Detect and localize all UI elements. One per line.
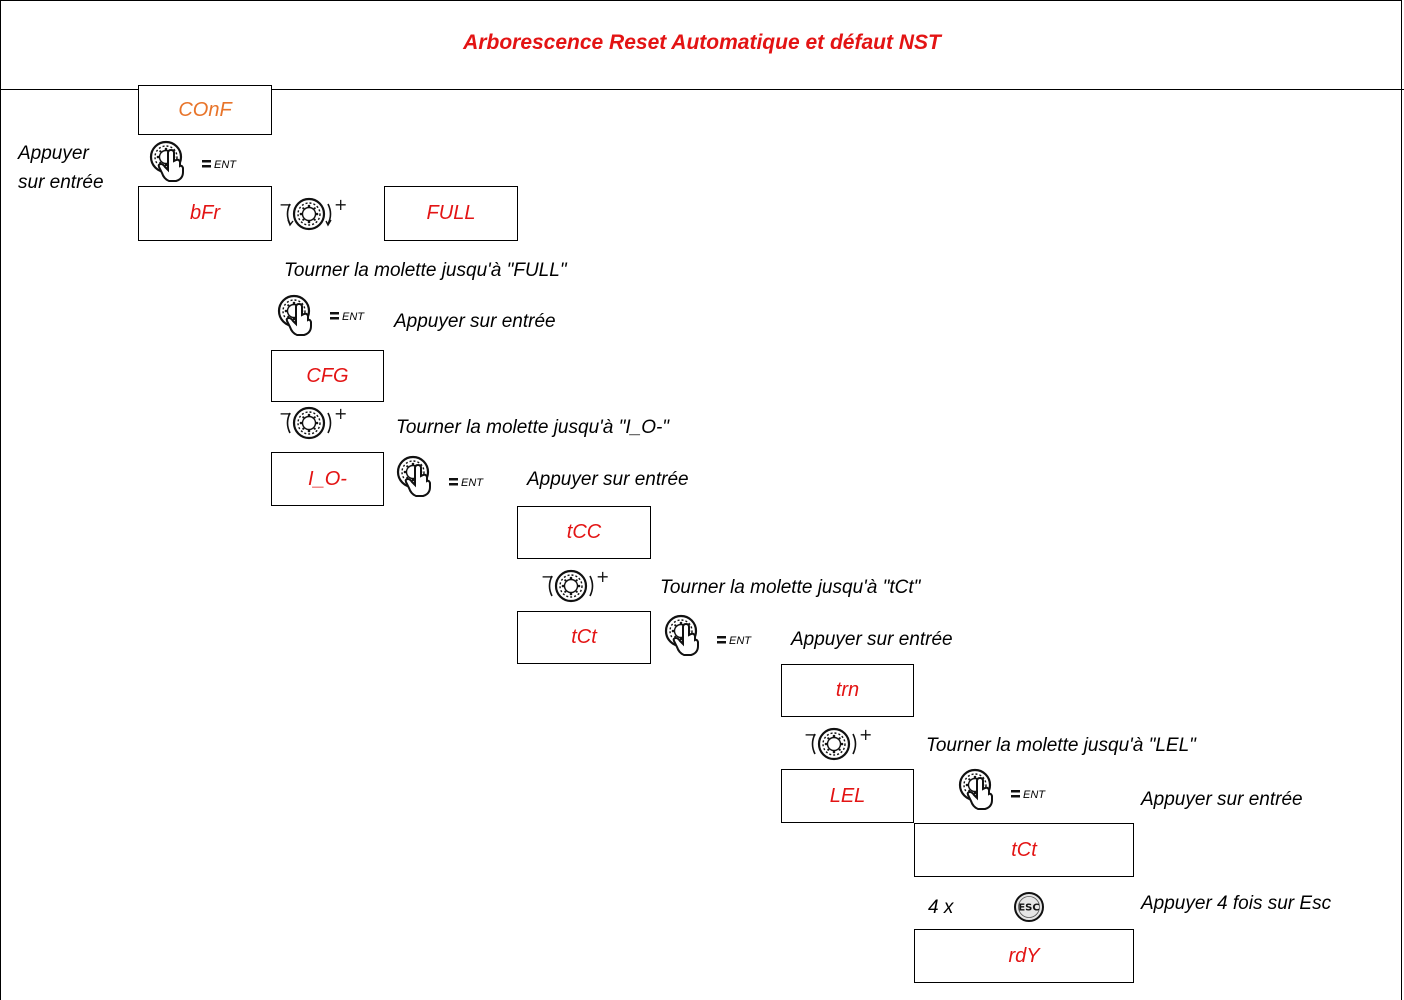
times-text: 4 x bbox=[928, 897, 954, 918]
code-io: I_O- bbox=[271, 452, 384, 506]
svg-text:+: + bbox=[596, 567, 609, 586]
code-conf: COnF bbox=[138, 85, 272, 135]
svg-text:ENT: ENT bbox=[214, 159, 237, 171]
code-trn: trn bbox=[781, 664, 914, 717]
svg-text:−: − bbox=[541, 567, 554, 586]
svg-text:−: − bbox=[279, 195, 292, 214]
svg-text:ENT: ENT bbox=[729, 635, 752, 647]
code-bfr: bFr bbox=[138, 186, 272, 241]
svg-text:+: + bbox=[334, 195, 347, 214]
press-enter-text: Appuyer sur entrée bbox=[1141, 789, 1303, 810]
enter-button-icon: ENT bbox=[396, 455, 484, 497]
diagram-title: Arborescence Reset Automatique et défaut… bbox=[463, 31, 941, 54]
press-enter-text: Appuyer sur entrée bbox=[394, 311, 556, 332]
press-enter-text-line1: Appuyer bbox=[18, 143, 89, 164]
enter-button-icon: ENT bbox=[958, 768, 1046, 810]
title-row: Arborescence Reset Automatique et défaut… bbox=[0, 0, 1404, 90]
code-tct-2: tCt bbox=[914, 823, 1134, 877]
enter-button-icon: ENT bbox=[149, 140, 237, 182]
dial-rotate-icon: − + bbox=[279, 195, 347, 231]
enter-button-icon: ENT bbox=[277, 294, 365, 336]
turn-lel-text: Tourner la molette jusqu'à "LEL" bbox=[926, 735, 1196, 756]
svg-text:+: + bbox=[859, 725, 872, 744]
code-full: FULL bbox=[384, 186, 518, 241]
press-enter-text: Appuyer sur entrée bbox=[791, 629, 953, 650]
press-enter-text: Appuyer sur entrée bbox=[527, 469, 689, 490]
turn-io-text: Tourner la molette jusqu'à "I_O-" bbox=[396, 417, 670, 438]
svg-text:ESC: ESC bbox=[1018, 903, 1039, 914]
code-tcc: tCC bbox=[517, 506, 651, 559]
svg-text:ENT: ENT bbox=[461, 477, 484, 489]
dial-rotate-icon: − + bbox=[804, 725, 872, 761]
svg-text:−: − bbox=[804, 725, 817, 744]
svg-text:ENT: ENT bbox=[342, 311, 365, 323]
code-cfg: CFG bbox=[271, 350, 384, 402]
dial-rotate-icon: − + bbox=[541, 567, 609, 603]
code-tct: tCt bbox=[517, 611, 651, 664]
svg-text:−: − bbox=[279, 404, 292, 423]
turn-tct-text: Tourner la molette jusqu'à "tCt" bbox=[660, 577, 921, 598]
press-enter-text-line2: sur entrée bbox=[18, 172, 104, 193]
enter-button-icon: ENT bbox=[664, 614, 752, 656]
code-rdy: rdY bbox=[914, 929, 1134, 983]
turn-full-text: Tourner la molette jusqu'à "FULL" bbox=[284, 260, 567, 281]
press-esc-text: Appuyer 4 fois sur Esc bbox=[1141, 893, 1332, 914]
svg-text:ENT: ENT bbox=[1023, 789, 1046, 801]
svg-text:+: + bbox=[334, 404, 347, 423]
code-lel: LEL bbox=[781, 769, 914, 823]
dial-rotate-icon: − + bbox=[279, 404, 347, 440]
esc-button-icon: ESC bbox=[1014, 892, 1044, 922]
